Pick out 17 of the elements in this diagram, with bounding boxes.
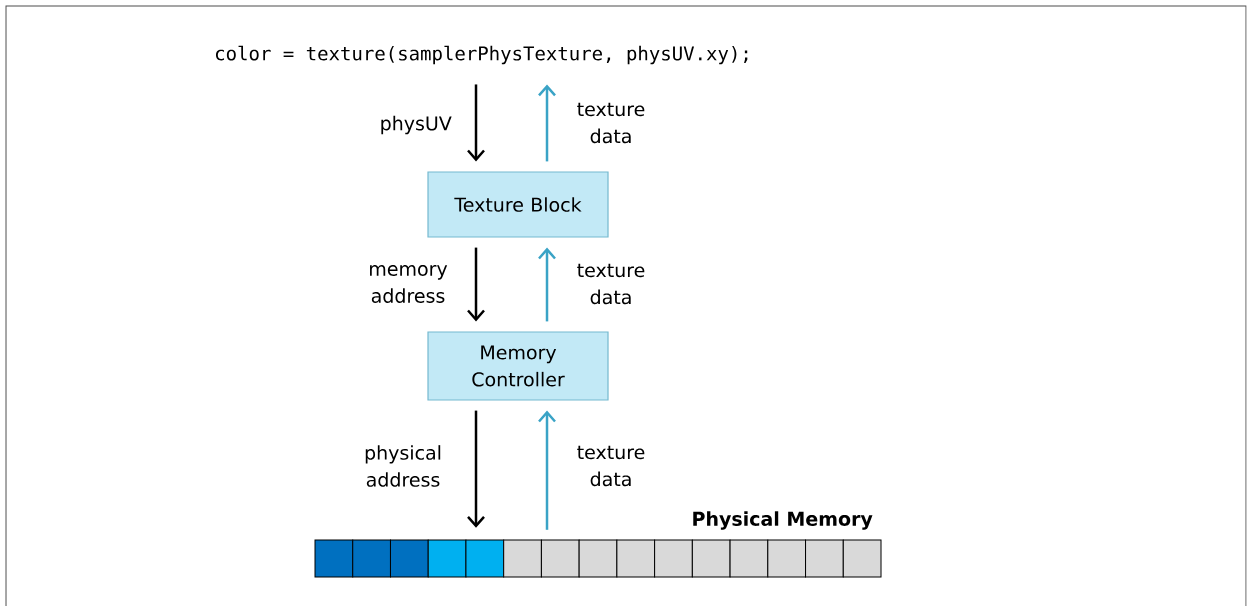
arrow: [467, 247, 485, 322]
arrow: [538, 410, 556, 530]
arrow: [467, 84, 485, 162]
edge-label: texture data: [577, 263, 645, 305]
edge-label: physical address: [365, 445, 441, 487]
edge-label: memory address: [370, 265, 448, 303]
process-box: Texture Block: [427, 171, 609, 238]
code-line: color = texture(samplerPhysTexture, physUV.xy);: [216, 45, 748, 65]
arrow: [467, 410, 485, 528]
process-box: Memory Controller: [427, 331, 609, 401]
arrow: [538, 84, 556, 162]
edge-label: texture data: [577, 102, 645, 144]
arrow: [538, 247, 556, 322]
node-label: Physical Memory: [693, 511, 873, 530]
edge-label: texture data: [577, 445, 645, 487]
memory-bar: Physical Memory: [314, 511, 882, 578]
edge-label: physUV: [381, 115, 452, 135]
